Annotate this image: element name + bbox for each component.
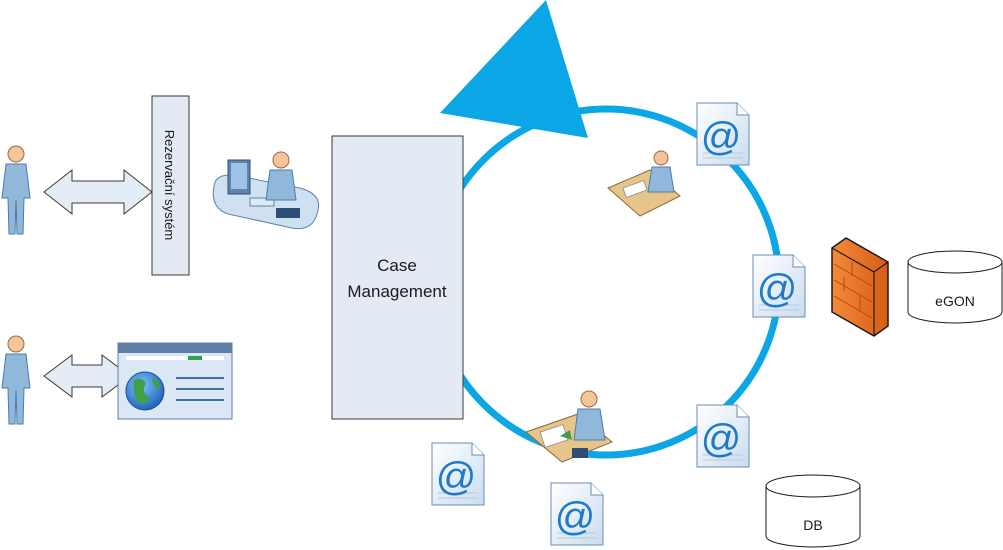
egon-label: eGON — [935, 293, 975, 309]
reservation-system-box — [151, 95, 190, 276]
case-management-label-line1: Case — [377, 256, 417, 275]
person-icon — [1, 335, 31, 425]
db-label: DB — [803, 517, 822, 533]
at-symbol: @ — [436, 455, 477, 499]
workstation-icon — [212, 151, 320, 230]
firewall-icon — [831, 237, 889, 337]
case-management-box — [331, 135, 464, 420]
database-icon-db — [765, 474, 861, 548]
desk-worker-icon — [607, 150, 681, 217]
reservation-system-label: Rezervační systém — [162, 130, 177, 241]
double-arrow-icon — [43, 168, 153, 216]
desk-worker-icon — [524, 390, 613, 463]
email-document-icon: @ — [696, 404, 750, 468]
globe-icon — [125, 371, 165, 411]
email-document-icon: @ — [752, 254, 806, 318]
at-symbol: @ — [701, 115, 742, 159]
email-document-icon: @ — [550, 482, 604, 546]
cycle-arrowhead — [440, 0, 588, 138]
email-document-icon: @ — [696, 102, 750, 166]
at-symbol: @ — [757, 267, 798, 311]
database-icon-egon — [907, 250, 1003, 324]
double-arrow-icon — [43, 354, 131, 398]
at-symbol: @ — [701, 417, 742, 461]
case-management-label-line2: Management — [347, 282, 447, 301]
person-icon — [1, 145, 31, 235]
at-symbol: @ — [555, 495, 596, 539]
email-document-icon: @ — [431, 442, 485, 506]
